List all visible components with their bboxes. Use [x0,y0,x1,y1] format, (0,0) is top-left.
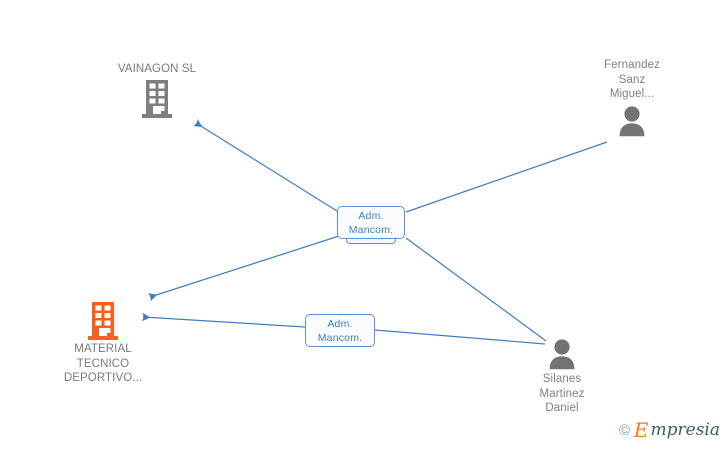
relation-box-label-bottom: Adm. Mancom. [317,317,363,344]
brand-initial: E [633,418,649,442]
person-icon [619,105,645,136]
node-material-tecnico-deportivo[interactable]: MATERIAL TECNICO DEPORTIVO... [28,302,178,386]
copyright-icon: © [618,421,630,439]
edge-silanes-to-rel-bottom [374,329,546,345]
edge-silanes-to-rel-top [405,237,547,342]
relation-box-tab-top [346,237,396,244]
edge-fernandez-to-rel-top [405,141,608,213]
node-label-fernandez: Fernandez Sanz Miguel... [604,59,660,100]
node-fernandez-sanz-miguel[interactable]: Fernandez Sanz Miguel... [557,58,707,137]
edge-rel-top-to-vainagon [193,118,338,212]
node-label-silanes: Silanes Martinez Daniel [539,373,585,414]
node-silanes-martinez-daniel[interactable]: Silanes Martinez Daniel [487,338,637,416]
node-vainagon[interactable]: VAINAGON SL [82,62,232,118]
node-label-material: MATERIAL TECNICO DEPORTIVO... [63,343,143,384]
brand-name: mpresia [650,419,721,440]
edge-rel-bottom-to-material [141,312,306,328]
building-icon [142,79,172,118]
building-icon [88,302,118,340]
person-icon [549,339,575,370]
relation-box-adm-mancom-bottom[interactable]: Adm. Mancom. [305,314,375,347]
relation-box-label-top: Adm. Mancom. [348,209,394,236]
node-label-vainagon: VAINAGON SL [117,63,197,75]
edge-rel-top-to-material [147,235,340,302]
relation-box-adm-mancom-top[interactable]: Adm. Mancom. [337,206,405,239]
